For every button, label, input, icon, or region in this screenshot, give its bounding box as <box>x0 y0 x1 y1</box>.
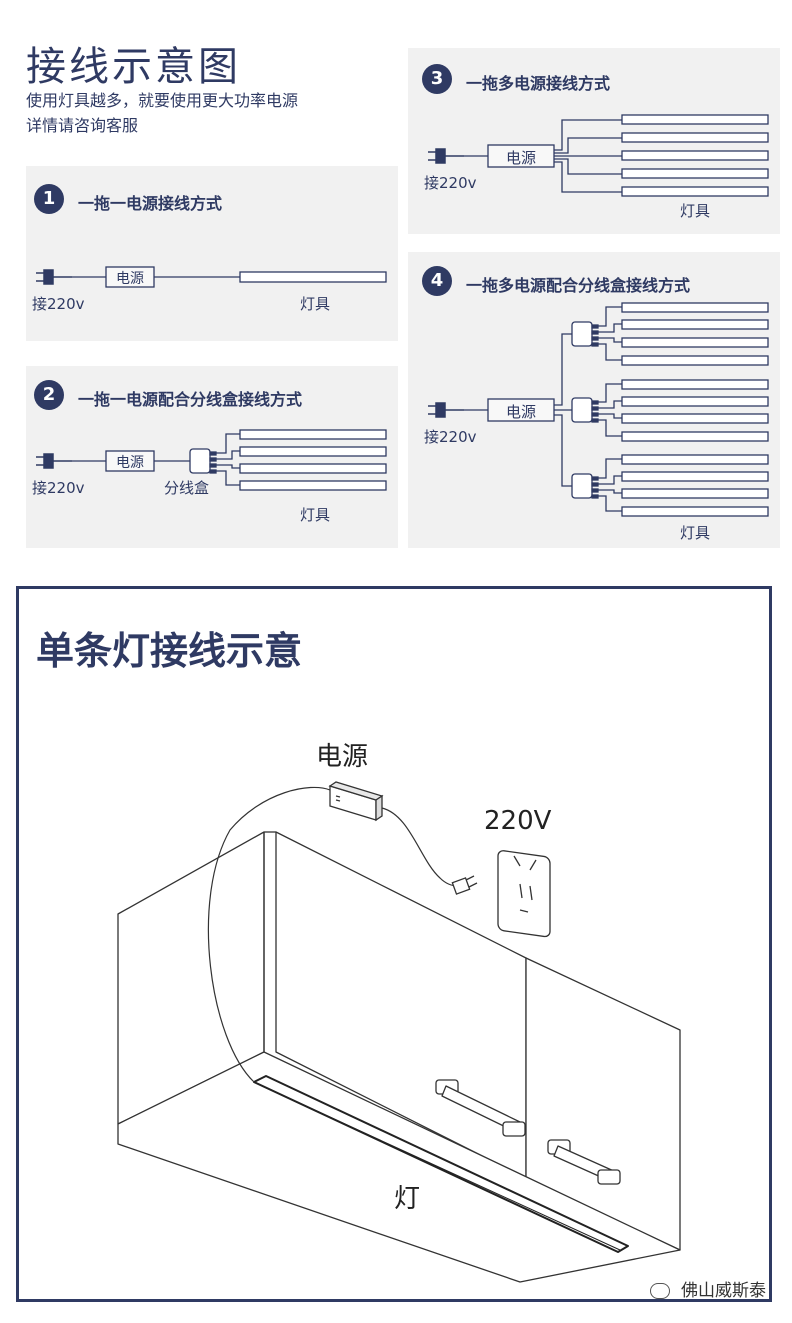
wall-socket-icon <box>497 850 551 938</box>
page-subtitle: 使用灯具越多，就要使用更大功率电源 详情请咨询客服 <box>26 88 298 138</box>
panel-1: 1 一拖一电源接线方式 电源 接220v 灯具 <box>26 166 398 341</box>
panel-4-input-label: 接220v <box>424 428 477 446</box>
page-title: 接线示意图 <box>26 44 241 90</box>
panel-3: 3 一拖多电源接线方式 电源 接220v 灯具 <box>408 48 780 234</box>
lamp-cable <box>207 786 331 1083</box>
panel-2-input-label: 接220v <box>32 479 85 497</box>
panel-3-wiring-diagram <box>428 114 769 197</box>
wechat-icon <box>649 1283 670 1299</box>
single-lamp-label: 灯 <box>394 1184 421 1214</box>
panel-2-lamp-label: 灯具 <box>300 506 331 524</box>
panel-1-wiring-diagram <box>36 266 387 288</box>
door-handle-left <box>435 1079 526 1137</box>
panel-1-power-label: 电源 <box>116 271 144 287</box>
panel-3-number: 3 <box>422 64 452 94</box>
panel-2-splitter-label: 分线盒 <box>164 479 210 497</box>
door-handle-right <box>547 1139 621 1185</box>
panel-4: 4 一拖多电源配合分线盒接线方式 <box>408 252 780 548</box>
splitter-box-2 <box>571 397 599 423</box>
watermark: 佛山威斯泰 <box>649 1276 766 1301</box>
single-power-label: 电源 <box>316 742 369 772</box>
panel-1-lamp-label: 灯具 <box>300 295 331 313</box>
lamp-strip <box>253 1075 629 1253</box>
panel-4-title: 一拖多电源配合分线盒接线方式 <box>466 276 691 295</box>
panel-3-title: 一拖多电源接线方式 <box>466 74 611 93</box>
panel-1-number: 1 <box>34 184 64 214</box>
panel-2-title: 一拖一电源配合分线盒接线方式 <box>78 390 303 409</box>
panel-1-input-label: 接220v <box>32 295 85 313</box>
splitter-box <box>189 448 217 474</box>
single-voltage-label: 220V <box>484 806 552 836</box>
power-supply-box <box>328 781 384 822</box>
single-lamp-section <box>16 586 772 1302</box>
plug-icon <box>428 402 464 418</box>
panel-2-number: 2 <box>34 380 64 410</box>
plug-icon <box>428 148 464 164</box>
watermark-text: 佛山威斯泰 <box>681 1281 766 1301</box>
single-lamp-title: 单条灯接线示意 <box>36 629 303 673</box>
plug-icon <box>36 269 72 285</box>
panel-3-input-label: 接220v <box>424 174 477 192</box>
panel-3-lamp-label: 灯具 <box>680 202 711 220</box>
subtitle-line-1: 使用灯具越多，就要使用更大功率电源 <box>26 91 299 110</box>
panel-4-number: 4 <box>422 266 452 296</box>
panel-2: 2 一拖一电源配合分线盒接线方式 电源 接220v 分线盒 灯 <box>26 366 398 548</box>
splitter-box-3 <box>571 473 599 499</box>
subtitle-line-2: 详情请咨询客服 <box>26 116 139 135</box>
panel-1-title: 一拖一电源接线方式 <box>78 194 223 213</box>
panel-2-wiring-diagram <box>36 429 387 491</box>
plug-icon <box>36 453 72 469</box>
panel-3-power-label: 电源 <box>505 149 536 167</box>
panel-4-wiring-diagram <box>428 302 769 517</box>
power-cable <box>381 807 459 887</box>
plug-icon <box>451 875 478 895</box>
panel-2-power-label: 电源 <box>116 455 144 471</box>
panel-4-power-label: 电源 <box>505 403 536 421</box>
panel-4-lamp-label: 灯具 <box>680 524 711 542</box>
